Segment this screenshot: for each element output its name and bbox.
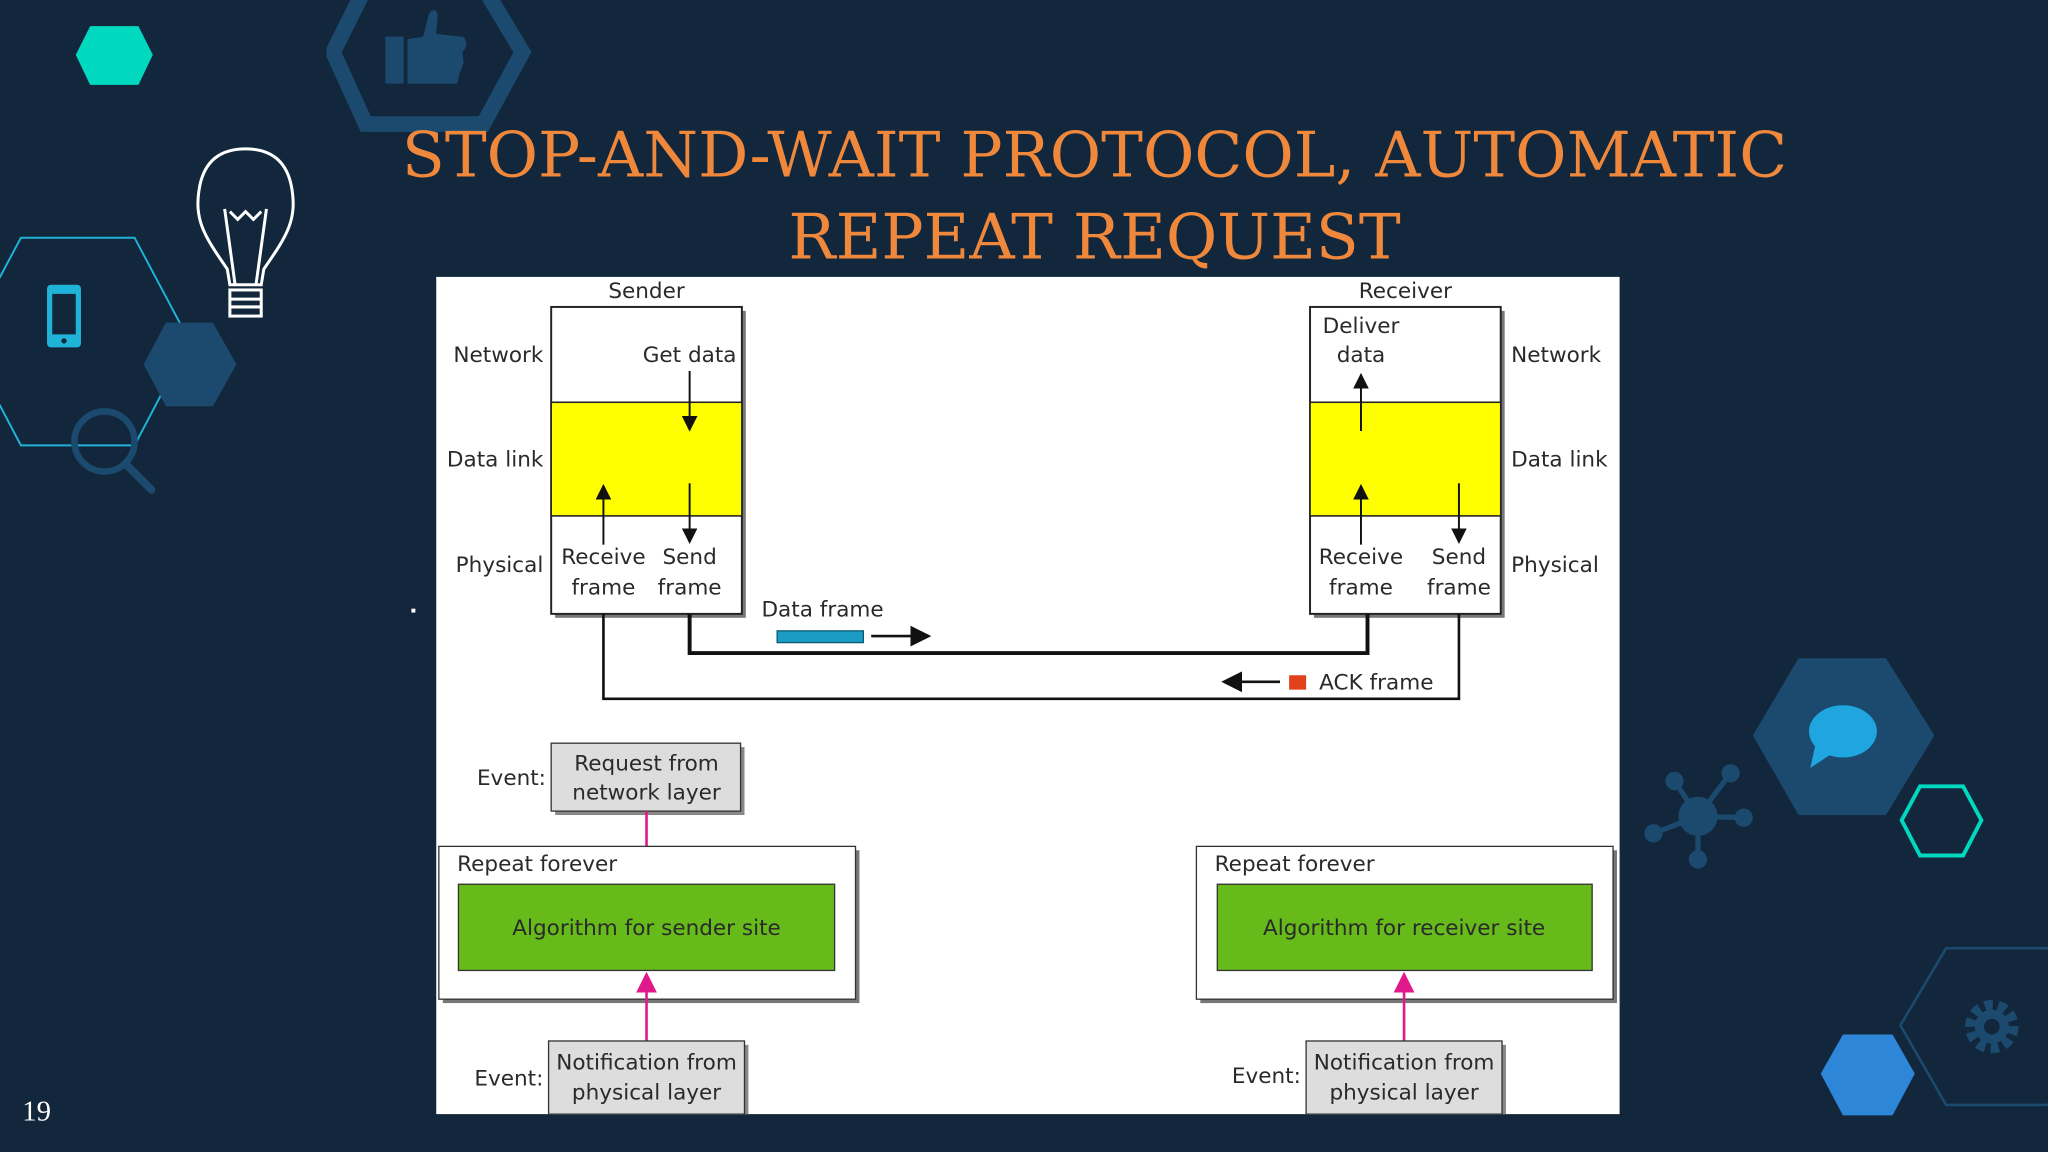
left-decorations [0,26,295,494]
receiver-event-label: Event: [1232,1064,1301,1089]
receiver-receive-frame-2: frame [1329,575,1393,600]
gear-icon [1965,999,2019,1054]
receiver-deliver-data-1: Deliver [1323,314,1400,339]
sender-layer-datalink: Data link [447,447,544,472]
sender-notification-box [547,1040,749,1115]
receiver-heading: Receiver [1359,279,1452,304]
request-event-box [550,742,745,816]
sender-layer-network: Network [453,343,543,368]
sender-notification-2: physical layer [572,1081,721,1106]
receiver-layer-physical: Physical [1511,553,1599,578]
ack-channel-line [602,613,1461,701]
dark-hexagon [143,322,237,407]
blue-hexagon [1820,1034,1915,1116]
title-line-1: STOP-AND-WAIT PROTOCOL, AUTOMATIC [401,118,1788,192]
receiver-send-frame-1: Send [1432,545,1486,570]
sender-heading: Sender [608,279,685,304]
title-line-2: REPEAT REQUEST [788,201,1401,275]
ack-frame-label: ACK frame [1319,671,1433,696]
receiver-notification-2: physical layer [1329,1081,1478,1106]
sender-repeat-label: Repeat forever [457,852,617,877]
smartphone-icon [47,284,81,348]
sender-receive-frame-2: frame [571,575,635,600]
sender-repeat-box [438,845,860,1004]
data-frame-label: Data frame [761,597,883,622]
sender-stack [550,305,746,618]
receiver-algorithm: Algorithm for receiver site [1263,916,1545,941]
sender-event-label-top: Event: [477,766,546,791]
lightbulb-icon [196,147,295,318]
sender-layer-physical: Physical [456,553,544,578]
bullet-dot [411,608,416,613]
sender-get-data: Get data [643,343,737,368]
network-node-icon [1644,764,1753,869]
teal-outline-hexagon [1899,784,1984,858]
thumbs-hexagon [326,0,532,132]
sender-algorithm: Algorithm for sender site [512,916,781,941]
data-frame-packet [776,630,864,644]
data-channel-line [687,613,1370,656]
thumbs-up-decoration [326,0,532,132]
gear-hexagon [1898,946,2048,1107]
sender-notification-1: Notification from [556,1051,737,1076]
request-event-2: network layer [572,780,721,805]
receiver-notification-1: Notification from [1314,1051,1495,1076]
receiver-send-frame-2: frame [1427,575,1491,600]
right-decorations [1644,658,2048,1116]
receiver-layer-network: Network [1511,343,1601,368]
ack-frame-packet [1289,675,1307,690]
sender-receive-frame-1: Receive [561,545,645,570]
receiver-layer-datalink: Data link [1511,447,1608,472]
sender-send-frame-2: frame [658,575,722,600]
slide-title: STOP-AND-WAIT PROTOCOL, AUTOMATIC REPEAT… [327,115,1863,280]
request-event-1: Request from [574,752,719,777]
page-number: 19 [22,1094,51,1128]
chat-bubble-icon [1808,705,1877,768]
receiver-deliver-data-2: data [1337,343,1386,368]
receiver-notification-box [1305,1040,1506,1115]
sender-event-label-bottom: Event: [474,1066,543,1091]
receiver-repeat-label: Repeat forever [1215,852,1375,877]
sender-send-frame-1: Send [662,545,716,570]
magnifier-icon [71,408,156,494]
stop-and-wait-diagram: Sender Network Data link Physical Get da… [436,276,1620,1115]
thumbs-up-icon [385,10,467,84]
receiver-receive-frame-1: Receive [1319,545,1403,570]
receiver-stack [1309,305,1505,618]
teal-hexagon [75,26,153,85]
